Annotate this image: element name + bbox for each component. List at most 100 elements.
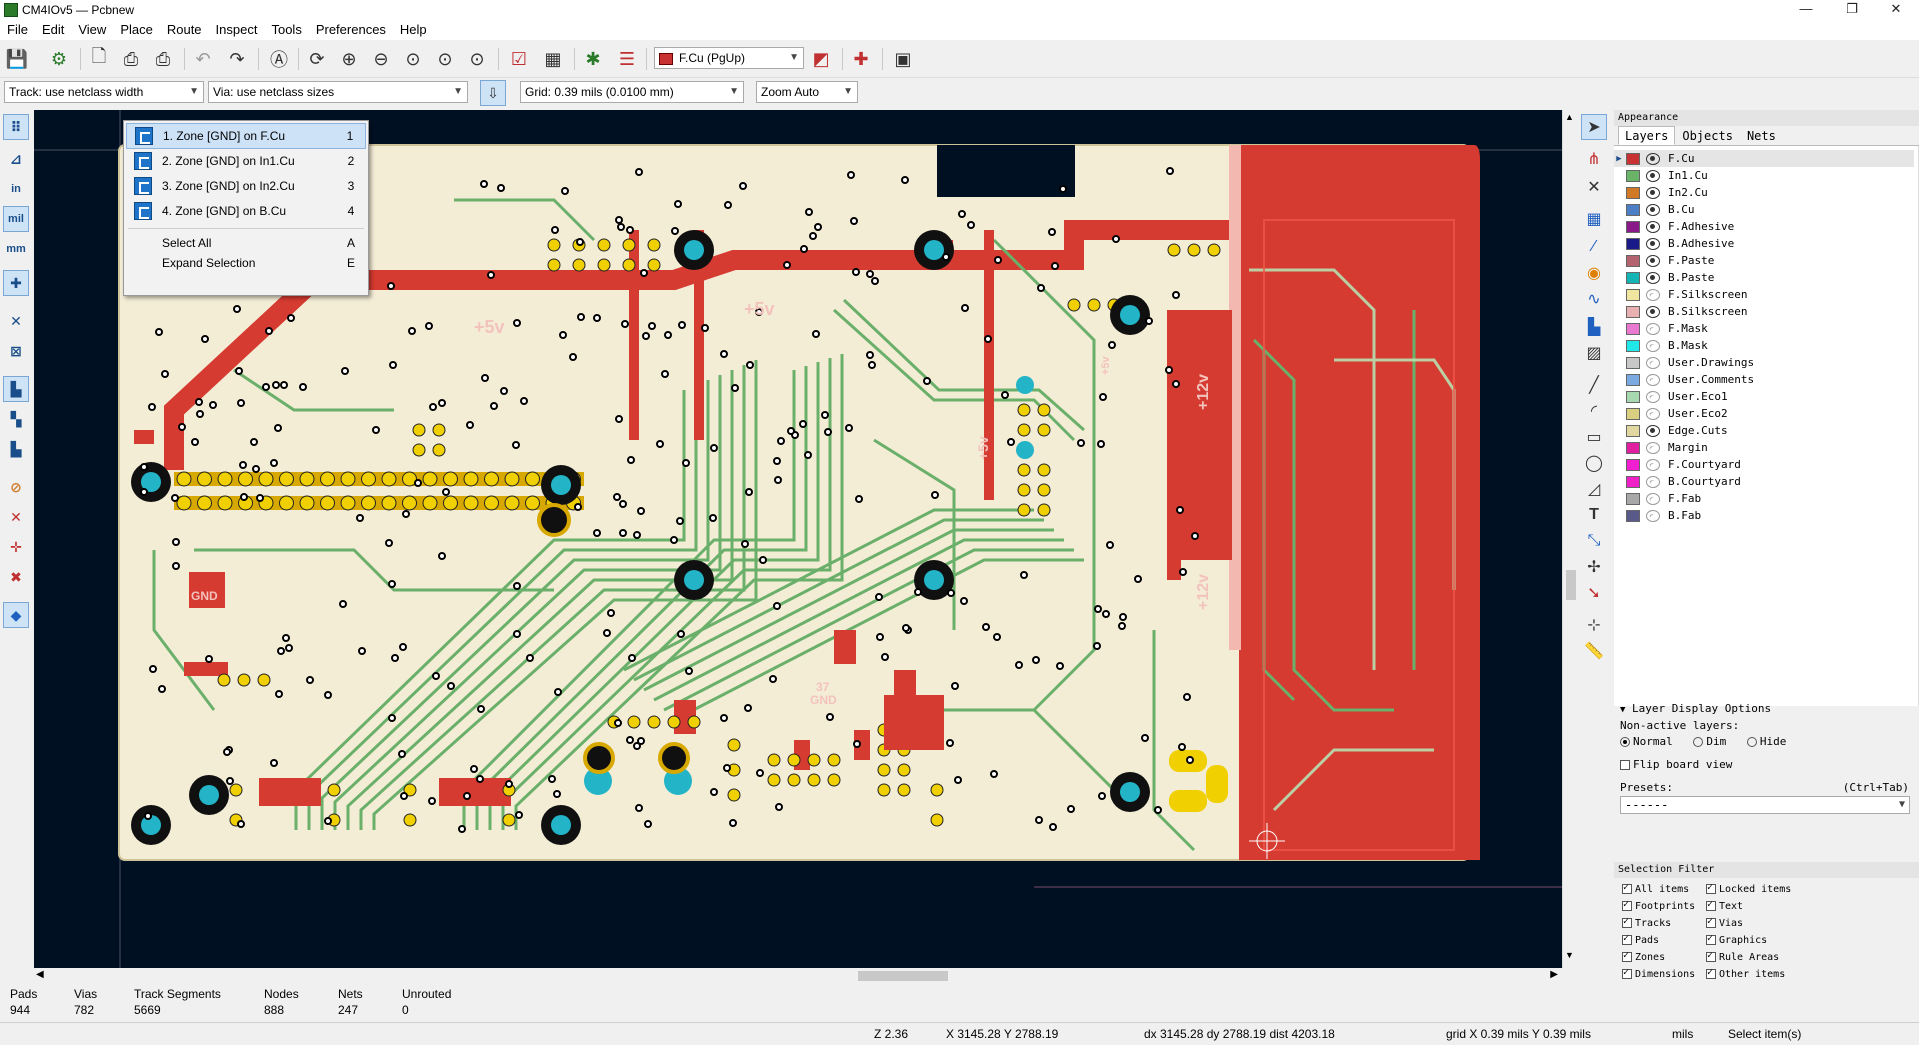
visibility-eye-icon[interactable]	[1646, 492, 1660, 505]
filter-checkbox[interactable]	[1706, 899, 1716, 911]
menu-view[interactable]: View	[78, 22, 107, 37]
layer-row[interactable]: F.Silkscreen	[1614, 286, 1914, 303]
layer-color-swatch[interactable]	[1626, 424, 1640, 437]
layer-color-swatch[interactable]	[1626, 254, 1640, 267]
layer-color-swatch[interactable]	[1626, 356, 1640, 369]
visibility-eye-icon[interactable]	[1646, 288, 1660, 301]
scripting-plugins-icon[interactable]: ✚	[853, 48, 869, 69]
selection-filter-item[interactable]: All items	[1622, 882, 1689, 895]
layer-row[interactable]: F.Paste	[1614, 252, 1914, 269]
vertical-scroll-thumb[interactable]	[1566, 570, 1576, 600]
place-anchor-icon[interactable]: ✢	[1587, 559, 1601, 576]
layer-color-swatch[interactable]	[1626, 475, 1640, 488]
filter-checkbox[interactable]	[1706, 933, 1716, 945]
select-tool-icon[interactable]: ➤	[1581, 114, 1607, 140]
menu-item-zone-in1cu[interactable]: 2. Zone [GND] on In1.Cu 2	[126, 148, 366, 174]
menu-place[interactable]: Place	[120, 22, 153, 37]
layer-row[interactable]: F.Adhesive	[1614, 218, 1914, 235]
selection-filter-item[interactable]: Graphics	[1706, 933, 1767, 946]
layer-row[interactable]: User.Comments	[1614, 371, 1914, 388]
scripting-console-icon[interactable]: ▣	[894, 48, 912, 69]
zoom-out-icon[interactable]: ⊖	[373, 48, 389, 69]
filter-checkbox[interactable]	[1622, 899, 1632, 911]
visibility-eye-icon[interactable]	[1646, 254, 1660, 267]
layer-color-swatch[interactable]	[1626, 390, 1640, 403]
layer-color-swatch[interactable]	[1626, 373, 1640, 386]
visibility-eye-icon[interactable]	[1646, 458, 1660, 471]
layer-row[interactable]: B.Cu	[1614, 201, 1914, 218]
layer-row[interactable]: F.Mask	[1614, 320, 1914, 337]
visibility-eye-icon[interactable]	[1646, 424, 1660, 437]
track-width-select[interactable]: Track: use netclass width▼	[4, 81, 204, 103]
layer-row[interactable]: F.Fab	[1614, 490, 1914, 507]
selection-filter-item[interactable]: Rule Areas	[1706, 950, 1779, 963]
visibility-eye-icon[interactable]	[1646, 509, 1660, 522]
ratsnest-icon[interactable]: ✕	[10, 312, 22, 329]
layer-row[interactable]: User.Eco2	[1614, 405, 1914, 422]
menu-help[interactable]: Help	[399, 22, 427, 37]
curved-ratsnest-icon[interactable]: ⊠	[10, 342, 22, 359]
filter-checkbox[interactable]	[1622, 916, 1632, 928]
pcb-canvas[interactable]: +5v +5v GND 37 GND +5v +5v +12v +12v 1. …	[34, 110, 1562, 968]
grid-origin-icon[interactable]: ⊹	[1587, 617, 1601, 634]
add-via-icon[interactable]: ◉	[1587, 265, 1601, 282]
visibility-eye-icon[interactable]	[1646, 373, 1660, 386]
update-pcb-icon[interactable]: ☰	[618, 48, 636, 69]
tab-layers[interactable]: Layers	[1618, 126, 1676, 145]
layer-color-swatch[interactable]	[1626, 458, 1640, 471]
auto-track-width-icon[interactable]: ⇩	[480, 80, 506, 106]
add-rule-area-icon[interactable]: ▨	[1586, 345, 1602, 362]
layer-color-swatch[interactable]	[1626, 305, 1640, 318]
layer-color-swatch[interactable]	[1626, 492, 1640, 505]
visibility-eye-icon[interactable]	[1646, 441, 1660, 454]
layer-row[interactable]: In2.Cu	[1614, 184, 1914, 201]
layer-row[interactable]: B.Silkscreen	[1614, 303, 1914, 320]
layer-color-swatch[interactable]	[1626, 339, 1640, 352]
layer-color-swatch[interactable]	[1626, 407, 1640, 420]
draw-arc-icon[interactable]: ◜	[1590, 403, 1598, 420]
filter-checkbox[interactable]	[1622, 950, 1632, 962]
layer-row[interactable]: F.Courtyard	[1614, 456, 1914, 473]
redo-icon[interactable]: ↷	[229, 48, 245, 69]
collapse-arrow-icon[interactable]: ▼	[1620, 705, 1626, 715]
menu-edit[interactable]: Edit	[41, 22, 65, 37]
add-text-icon[interactable]: T	[1589, 506, 1599, 523]
menu-tools[interactable]: Tools	[271, 22, 302, 37]
visibility-eye-icon[interactable]	[1646, 356, 1660, 369]
layer-color-swatch[interactable]	[1626, 271, 1640, 284]
visibility-eye-icon[interactable]	[1646, 322, 1660, 335]
selection-filter-item[interactable]: Tracks	[1622, 916, 1671, 929]
units-mils-button[interactable]: mil	[3, 206, 29, 232]
add-dimension-icon[interactable]: ⤡	[1587, 532, 1601, 549]
menu-item-zone-bcu[interactable]: 4. Zone [GND] on B.Cu 4	[126, 198, 366, 224]
visibility-eye-icon[interactable]	[1646, 305, 1660, 318]
selection-filter-item[interactable]: Zones	[1622, 950, 1665, 963]
presets-select[interactable]: ------▼	[1620, 796, 1910, 814]
units-inches-button[interactable]: in	[11, 183, 21, 195]
menu-item-select-all[interactable]: Select All A	[126, 233, 366, 253]
draw-rectangle-icon[interactable]: ▭	[1586, 429, 1602, 446]
filter-checkbox[interactable]	[1622, 882, 1632, 894]
filter-checkbox[interactable]	[1622, 933, 1632, 945]
layer-color-swatch[interactable]	[1626, 509, 1640, 522]
visibility-eye-icon[interactable]	[1646, 203, 1660, 216]
tune-length-icon[interactable]: ∿	[1587, 291, 1601, 308]
zoom-select[interactable]: Zoom Auto▼	[756, 81, 858, 103]
delete-tool-icon[interactable]: ➘	[1587, 585, 1601, 602]
layer-color-swatch[interactable]	[1626, 237, 1640, 250]
page-settings-icon[interactable]: 🗋	[91, 46, 107, 66]
visibility-eye-icon[interactable]	[1646, 339, 1660, 352]
layer-color-swatch[interactable]	[1626, 203, 1640, 216]
menu-item-zone-in2cu[interactable]: 3. Zone [GND] on In2.Cu 3	[126, 173, 366, 199]
drc-icon[interactable]: ☑	[510, 48, 528, 69]
filter-checkbox[interactable]	[1706, 882, 1716, 894]
layer-color-swatch[interactable]	[1626, 288, 1640, 301]
layer-color-swatch[interactable]	[1626, 441, 1640, 454]
zoom-selection-icon[interactable]: ⊙	[469, 48, 485, 69]
units-mm-button[interactable]: mm	[6, 243, 26, 255]
draw-line-icon[interactable]: ╱	[1589, 377, 1599, 394]
save-icon[interactable]: 💾	[5, 48, 29, 69]
board-setup-icon[interactable]: ⚙	[50, 48, 68, 69]
layer-color-swatch[interactable]	[1626, 169, 1640, 182]
menu-file[interactable]: File	[7, 22, 28, 37]
